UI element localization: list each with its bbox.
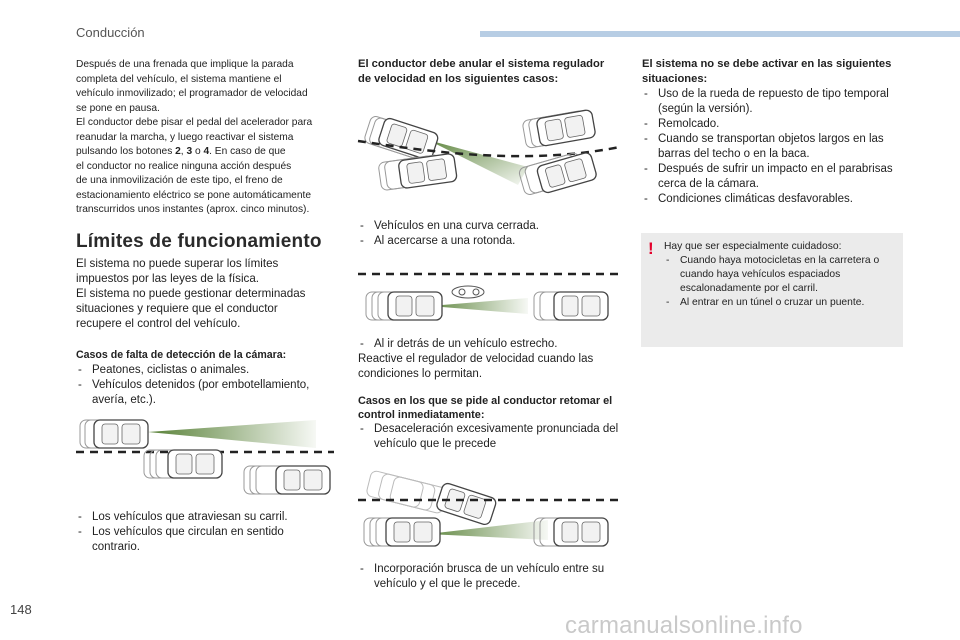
car-ahead-icon: [535, 108, 597, 148]
list-item: Cuando haya motocicletas en la carretera…: [664, 254, 898, 296]
curve-block: Vehículos en una curva cerrada. Al acerc…: [358, 219, 620, 249]
page-header-title: Conducción: [76, 25, 145, 40]
warning-intro: Hay que ser especialmente cuidadoso:: [664, 241, 842, 252]
intro-line: el conductor no realice ninguna acción d…: [76, 160, 292, 172]
own-car-icon: [93, 419, 149, 449]
camera-beam: [428, 520, 548, 540]
button-ref-2: 2: [175, 146, 181, 157]
intro-text: ,: [180, 146, 187, 157]
limits-line: recupere el control del vehículo.: [76, 317, 241, 330]
warning-text: Hay que ser especialmente cuidadoso: Cua…: [664, 240, 898, 310]
illustration-narrow-vehicle: [358, 272, 620, 321]
section-title: Límites de funcionamiento: [76, 231, 322, 252]
list-item: Incorporación brusca de un vehículo entr…: [358, 562, 620, 592]
list-item: Al ir detrás de un vehículo estrecho.: [358, 337, 620, 352]
list-item: Uso de la rueda de repuesto de tipo temp…: [642, 87, 907, 117]
intro-line: transcurridos unos instantes (aprox. cin…: [76, 204, 310, 215]
detect-block: Casos de falta de detección de la cámara…: [76, 348, 328, 408]
limits-paragraph: El sistema no puede superar los límites …: [76, 256, 328, 331]
intro-paragraph: Después de una frenada que implique la p…: [76, 58, 328, 218]
list-item: Al entrar en un túnel o cruzar un puente…: [664, 296, 898, 310]
intro-text: pulsando los botones: [76, 146, 176, 157]
illustration-cut-in: [358, 470, 620, 547]
list-item: Los vehículos que atraviesan su carril.: [76, 510, 328, 525]
intro-line: completa del vehículo, el sistema mantie…: [76, 73, 282, 85]
car-ahead-icon: [553, 517, 609, 547]
list-item: Al acercarse a una rotonda.: [358, 234, 620, 249]
list-item: Remolcado.: [642, 117, 907, 132]
list-item: Vehículos en una curva cerrada.: [358, 219, 620, 234]
list-item: Después de sufrir un impacto en el parab…: [642, 162, 907, 192]
intro-line: se pone en pausa.: [76, 102, 160, 114]
intro-line: El conductor debe pisar el pedal del ace…: [76, 117, 313, 128]
cross-block: Los vehículos que atraviesan su carril. …: [76, 510, 328, 555]
warning-box: ! Hay que ser especialmente cuidadoso: C…: [641, 233, 903, 347]
illustration-crossing-vehicles: [76, 419, 334, 495]
intro-line-buttons: pulsando los botones 2, 3 o 4. En caso d…: [76, 145, 328, 160]
list-item: Peatones, ciclistas o animales.: [76, 363, 328, 378]
list-item: Condiciones climáticas desfavorables.: [642, 192, 907, 207]
intro-line: vehículo inmovilizado; el programador de…: [76, 88, 308, 99]
camera-beam: [148, 420, 316, 448]
camera-beam: [428, 140, 528, 185]
limits-line: impuestos por las leyes de la física.: [76, 272, 260, 285]
list-item: Desaceleración excesivamente pronunciada…: [358, 422, 620, 452]
intro-line: Después de una frenada que implique la p…: [76, 59, 294, 70]
watermark: carmanualsonline.info: [565, 612, 803, 639]
intro-text: o: [192, 146, 204, 157]
list-item: Cuando se transportan objetos largos en …: [642, 132, 907, 162]
car-ahead-icon: [553, 291, 609, 321]
motorcycle-icon: [451, 285, 485, 299]
intro-line: estacionamiento eléctrico se pone automá…: [76, 189, 312, 201]
button-ref-4: 4: [203, 146, 210, 157]
own-car-icon: [387, 291, 443, 321]
button-ref-3: 3: [186, 146, 193, 157]
narrow-block: Al ir detrás de un vehículo estrecho. Re…: [358, 337, 620, 382]
limits-line: El sistema no puede gestionar determinad…: [76, 287, 306, 300]
limits-line: El sistema no puede superar los límites: [76, 257, 279, 270]
intro-text: . En caso de que: [209, 146, 286, 157]
control-heading: Casos en los que se pide al conductor re…: [358, 395, 613, 421]
merge-block: Incorporación brusca de un vehículo entr…: [358, 562, 620, 592]
camera-beam: [430, 298, 528, 314]
oncoming-car-icon: [275, 465, 331, 495]
col3-block: El sistema no se debe activar en las sig…: [642, 57, 907, 207]
control-block: Casos en los que se pide al conductor re…: [358, 394, 620, 452]
own-car-icon: [376, 116, 440, 162]
col2-heading: El conductor debe anular el sistema regu…: [358, 58, 605, 85]
reactivate-text: Reactive el regulador de velocidad cuand…: [358, 353, 594, 380]
crossing-car-icon: [167, 449, 223, 479]
cutting-in-car-icon: [434, 481, 498, 527]
limits-line: situaciones y requiere que el conductor: [76, 302, 278, 315]
own-car-icon: [385, 517, 441, 547]
list-item: Vehículos detenidos (por embotellamiento…: [76, 378, 328, 408]
curve-car-icon: [535, 150, 599, 195]
intro-line: reanudar la marcha, y luego reactivar el…: [76, 131, 294, 143]
detect-heading: Casos de falta de detección de la cámara…: [76, 349, 287, 361]
page-number: 148: [10, 602, 32, 617]
intro-line: de una inmovilización de este tipo, el f…: [76, 175, 283, 186]
header-bar: [480, 31, 960, 37]
list-item: Los vehículos que circulan en sentido co…: [76, 525, 328, 555]
col3-heading: El sistema no se debe activar en las sig…: [642, 58, 892, 85]
exclamation-icon: !: [648, 239, 654, 258]
illustration-curve-roundabout: [357, 108, 621, 195]
